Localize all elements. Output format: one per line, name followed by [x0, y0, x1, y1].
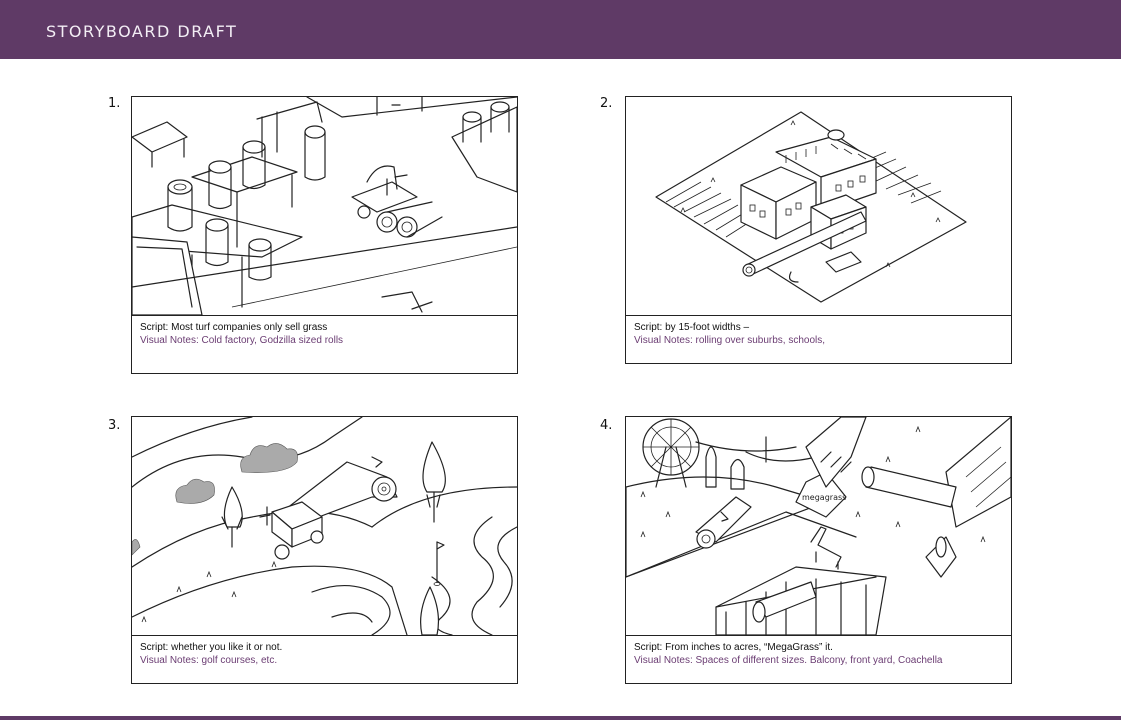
panel-caption: Script: whether you like it or not. Visu… — [140, 641, 282, 667]
panel-sketch-spaces: megagrass — [626, 417, 1011, 636]
panel-number: 4. — [600, 418, 613, 433]
panel-sketch-factory — [132, 97, 517, 316]
page-title: STORYBOARD DRAFT — [46, 22, 238, 41]
storyboard-panel-3: Script: whether you like it or not. Visu… — [131, 416, 518, 684]
storyboard-panel-1: Script: Most turf companies only sell gr… — [131, 96, 518, 374]
storyboard-panel-4: megagrass Script: From — [625, 416, 1012, 684]
panel-caption: Script: From inches to acres, “MegaGrass… — [634, 641, 943, 667]
panel-caption: Script: by 15-foot widths – Visual Notes… — [634, 321, 825, 347]
panel-number: 3. — [108, 418, 121, 433]
megagrass-sign-text: megagrass — [802, 493, 846, 502]
header-bar: STORYBOARD DRAFT — [0, 0, 1121, 59]
storyboard-panel-2: Script: by 15-foot widths – Visual Notes… — [625, 96, 1012, 364]
panel-visual-notes: Visual Notes: rolling over suburbs, scho… — [634, 335, 826, 346]
panel-script: Script: by 15-foot widths – — [634, 322, 750, 333]
panel-sketch-suburb — [626, 97, 1011, 316]
panel-visual-notes: Visual Notes: golf courses, etc. — [140, 655, 278, 666]
panel-caption: Script: Most turf companies only sell gr… — [140, 321, 343, 347]
panel-script: Script: whether you like it or not. — [140, 642, 283, 653]
panel-sketch-golf — [132, 417, 517, 636]
panel-visual-notes: Visual Notes: Cold factory, Godzilla siz… — [140, 335, 344, 346]
panel-number: 1. — [108, 96, 121, 111]
panel-script: Script: Most turf companies only sell gr… — [140, 322, 328, 333]
footer-bar — [0, 716, 1121, 720]
panel-script: Script: From inches to acres, “MegaGrass… — [634, 642, 833, 653]
panel-visual-notes: Visual Notes: Spaces of different sizes.… — [634, 655, 943, 666]
panel-number: 2. — [600, 96, 613, 111]
